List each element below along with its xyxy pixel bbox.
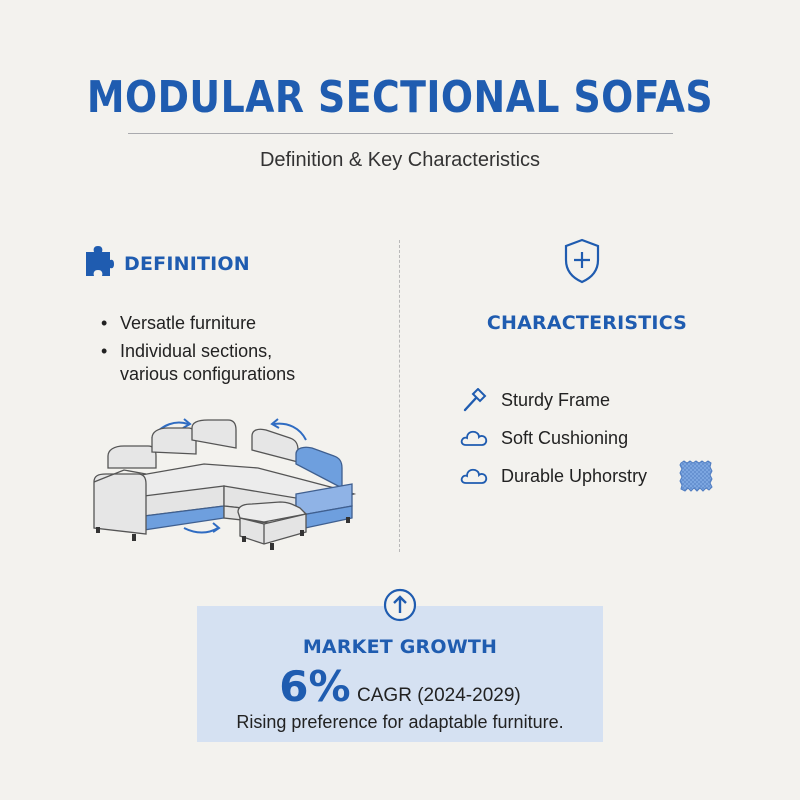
market-growth-title: MARKET GROWTH — [302, 636, 498, 658]
list-item: Sturdy Frame — [460, 386, 647, 414]
growth-cagr-label: CAGR (2024-2029) — [357, 685, 521, 706]
growth-note: Rising preference for adaptable furnitur… — [236, 712, 564, 732]
hammer-icon — [460, 388, 488, 412]
list-item: Soft Cushioning — [460, 424, 647, 452]
list-item-label: Sturdy Frame — [501, 389, 611, 410]
characteristics-title: CHARACTERISTICS — [486, 312, 688, 334]
page-title: MODULAR SECTIONAL SOFAS — [86, 72, 714, 123]
market-growth-panel — [197, 606, 603, 742]
list-item: Durable Uphorstry — [460, 462, 647, 490]
list-item-label: Durable Uphorstry — [501, 465, 648, 486]
characteristics-list: Sturdy Frame Soft Cushioning Durable Uph… — [460, 386, 647, 500]
definition-list: • Versatle furniture • Individual sectio… — [100, 312, 320, 391]
growth-stat: 6% CAGR (2024-2029) — [197, 662, 603, 711]
column-divider — [399, 240, 400, 552]
title-divider — [128, 133, 673, 134]
cloud-icon — [460, 464, 488, 488]
arrow-up-circle-icon — [383, 588, 417, 627]
list-item-label: Soft Cushioning — [501, 427, 629, 448]
definition-title: DEFINITION — [124, 252, 250, 275]
list-item-text: Versatle furniture — [120, 313, 257, 333]
page-subtitle: Definition & Key Characteristics — [259, 149, 541, 171]
shield-plus-icon — [563, 238, 601, 289]
puzzle-piece-icon — [84, 244, 114, 283]
definition-heading: DEFINITION — [84, 244, 250, 283]
cloud-icon — [460, 426, 488, 450]
sectional-sofa-illustration — [84, 410, 374, 575]
fabric-swatch-icon — [679, 460, 713, 497]
bullet: • — [101, 313, 108, 333]
list-item-text: Individual sections, various configurati… — [120, 341, 296, 384]
growth-percent: 6% — [279, 662, 351, 711]
bullet: • — [101, 341, 108, 361]
list-item: • Individual sections, various configura… — [100, 340, 320, 386]
list-item: • Versatle furniture — [100, 312, 320, 335]
